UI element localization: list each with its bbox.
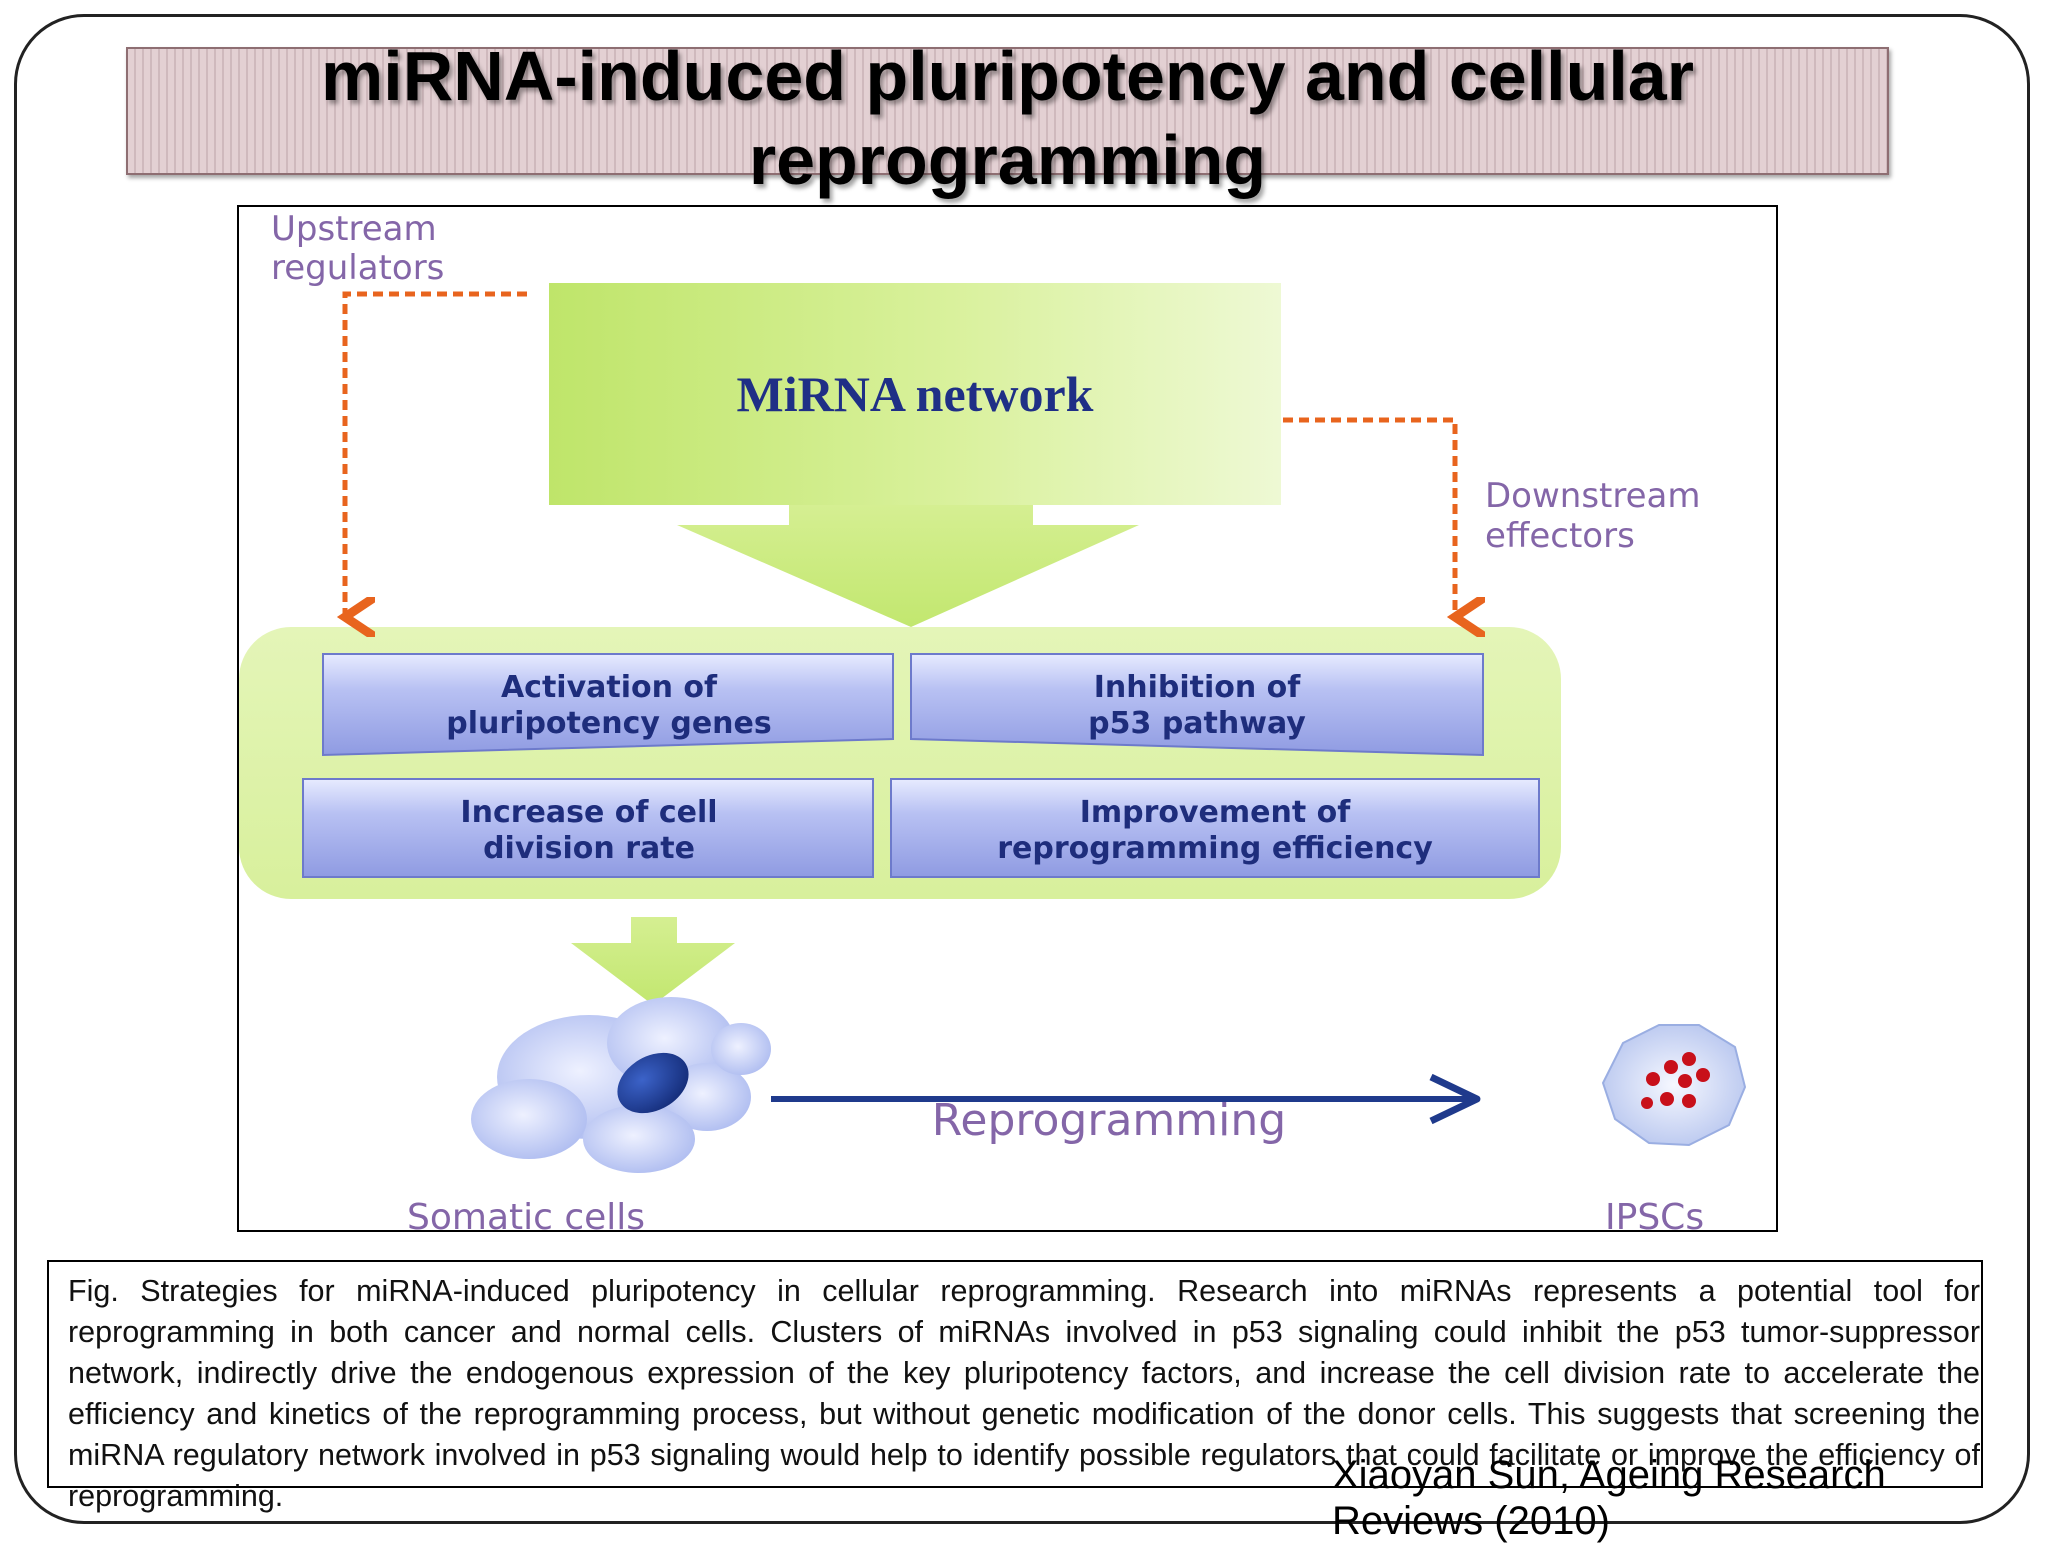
title-banner — [126, 47, 1889, 175]
figure-diagram: MiRNA network Activation of pluripotency… — [239, 209, 1747, 1232]
mirna-network-block — [549, 283, 1281, 505]
somatic-cells-label: Somatic cells — [407, 1197, 645, 1232]
citation: Xiaoyan Sun, Ageing Research Reviews (20… — [1332, 1453, 1886, 1543]
effect-box-activation-line1: Activation of — [501, 670, 718, 705]
downstream-label-line2: effectors — [1485, 516, 1635, 556]
upstream-dashed-arrow — [345, 291, 527, 617]
caption-box — [47, 1260, 1983, 1488]
effect-box-efficiency-line2: reprogramming efficiency — [997, 831, 1433, 866]
reprogramming-label: Reprogramming — [932, 1095, 1286, 1146]
upstream-label-line1: Upstream — [271, 209, 437, 249]
downstream-dashed-arrow — [1283, 417, 1455, 617]
upstream-label-line2: regulators — [271, 248, 444, 288]
effect-box-division-line2: division rate — [483, 831, 695, 866]
effect-box-inhibition: Inhibition of p53 pathway — [910, 653, 1484, 757]
downstream-label-line1: Downstream — [1485, 476, 1701, 516]
figure-caption: Fig. Strategies for miRNA-induced plurip… — [68, 1274, 1980, 1513]
figure-panel: MiRNA network Activation of pluripotency… — [237, 205, 1778, 1232]
ipsc-illustration — [1601, 1024, 1747, 1147]
cells-down-arrow — [571, 917, 735, 1005]
effect-box-division: Increase of cell division rate — [302, 778, 874, 878]
effect-box-inhibition-line1: Inhibition of — [1094, 670, 1302, 705]
slide-title: miRNA-induced pluripotency and cellular … — [321, 37, 1694, 199]
effect-box-inhibition-line2: p53 pathway — [1088, 706, 1306, 741]
effect-box-activation: Activation of pluripotency genes — [322, 653, 894, 757]
network-down-arrow — [677, 505, 1139, 627]
effect-box-activation-line2: pluripotency genes — [446, 706, 772, 741]
effect-box-efficiency: Improvement of reprogramming efficiency — [890, 778, 1540, 878]
mirna-network-label: MiRNA network — [737, 366, 1094, 422]
ipscs-label: IPSCs — [1605, 1197, 1704, 1232]
somatic-cell-illustration — [471, 997, 771, 1173]
effect-box-division-line1: Increase of cell — [460, 795, 717, 830]
effect-box-efficiency-line1: Improvement of — [1080, 795, 1352, 830]
reprogramming-arrowhead — [1429, 1073, 1481, 1125]
